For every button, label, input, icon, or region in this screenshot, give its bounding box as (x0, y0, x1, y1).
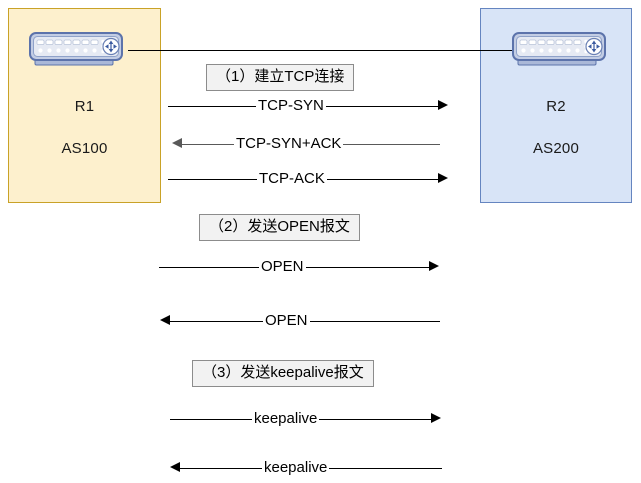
message-label: TCP-SYN (256, 95, 326, 117)
arrow-head-left-icon (160, 315, 170, 325)
arrow-head-right-icon (431, 413, 441, 423)
arrow-head-left-icon (170, 462, 180, 472)
router-icon (29, 32, 123, 66)
message-row-tcp-syn: TCP-SYN (168, 95, 448, 117)
message-label: OPEN (259, 256, 306, 278)
message-label: TCP-ACK (257, 168, 327, 190)
router-link-line (128, 50, 514, 51)
message-row-tcp-syn-ack: TCP-SYN+ACK (172, 133, 440, 155)
arrow-head-right-icon (438, 100, 448, 110)
arrow-head-right-icon (429, 261, 439, 271)
router-label-r1: R1 (74, 98, 95, 115)
as-label-as100: AS100 (61, 140, 108, 157)
message-label: TCP-SYN+ACK (234, 133, 344, 155)
message-row-open-out: OPEN (159, 256, 439, 278)
step-label-3: （3）发送keepalive报文 (192, 360, 374, 387)
message-row-tcp-ack: TCP-ACK (168, 168, 448, 190)
arrow-head-left-icon (172, 138, 182, 148)
message-label: OPEN (263, 310, 310, 332)
message-label: keepalive (252, 408, 320, 430)
router-icon (512, 32, 606, 66)
message-row-keepalive-out: keepalive (170, 408, 450, 430)
step-label-1: （1）建立TCP连接 (206, 64, 355, 91)
router-label-r2: R2 (546, 98, 566, 115)
message-row-keepalive-in: keepalive (170, 457, 450, 479)
message-row-open-in: OPEN (160, 310, 440, 332)
arrow-head-right-icon (438, 173, 448, 183)
message-label: keepalive (262, 457, 330, 479)
step-label-2: （2）发送OPEN报文 (199, 214, 360, 241)
as-label-as200: AS200 (532, 140, 580, 157)
